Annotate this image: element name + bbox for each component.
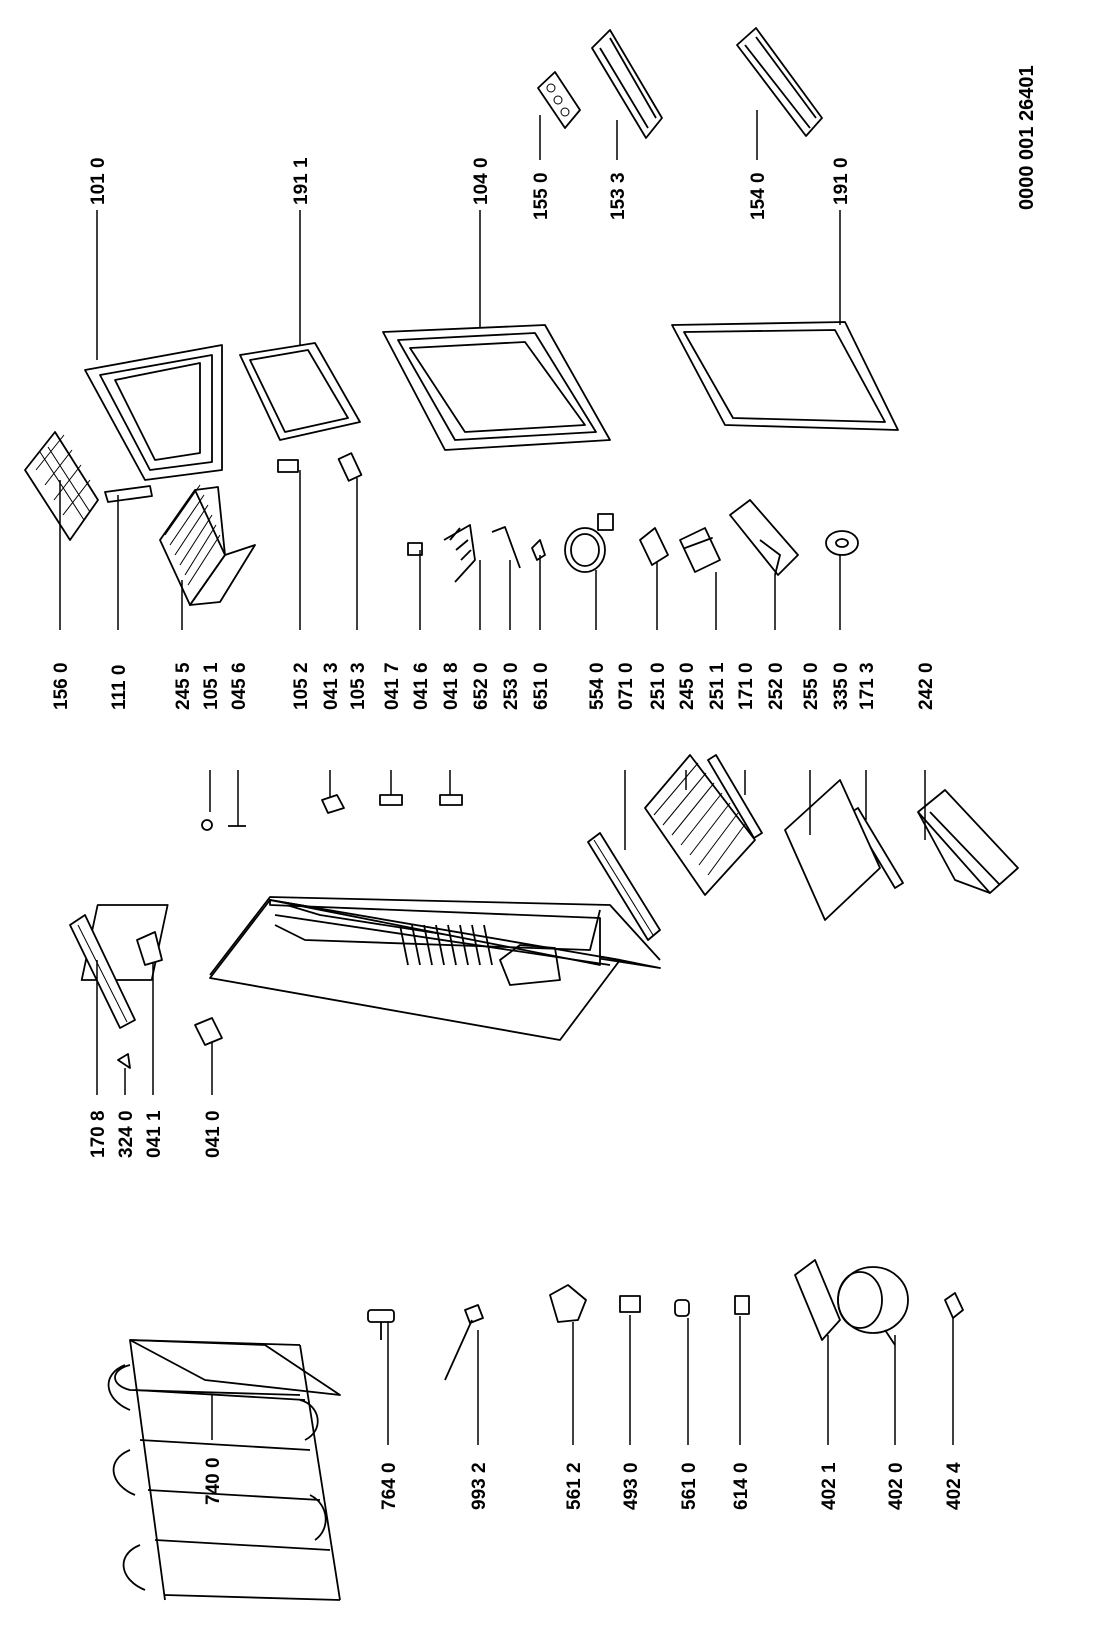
part-label: 105 3 <box>348 662 369 710</box>
part-label: 041 6 <box>411 662 432 710</box>
part-labels: 156 0 111 0 245 5 105 1 045 6 105 2 041 … <box>51 157 965 1510</box>
door-shelf-large-drawing <box>736 27 823 137</box>
part-label: 251 0 <box>648 662 669 710</box>
part-label: 651 0 <box>531 662 552 710</box>
clip-drawing <box>944 1292 964 1319</box>
part-label: 335 0 <box>831 662 852 710</box>
part-label: 041 7 <box>382 662 403 710</box>
part-label: 111 0 <box>109 665 130 710</box>
part-label: 493 0 <box>621 1462 642 1510</box>
part-label: 554 0 <box>587 662 608 710</box>
part-label: 245 0 <box>677 662 698 710</box>
part-label: 253 0 <box>501 662 522 710</box>
crisper-drawing <box>917 789 1019 894</box>
electrical-parts-drawing <box>619 1295 750 1317</box>
sensor-drawing <box>444 1304 484 1381</box>
freezer-gasket-drawing <box>239 342 361 441</box>
part-label: 191 1 <box>291 157 312 205</box>
part-label: 402 0 <box>886 1462 907 1510</box>
freezer-shelf-drawing <box>159 484 256 606</box>
glass-shelf-drawing <box>784 779 881 921</box>
part-label: 155 0 <box>531 172 552 220</box>
part-label: 251 1 <box>707 662 728 710</box>
ice-tray-drawing <box>24 431 99 541</box>
compressor-drawing <box>837 1266 909 1346</box>
leader-lines <box>59 110 954 1445</box>
part-label: 071 0 <box>616 662 637 710</box>
part-label: 104 0 <box>471 157 492 205</box>
fridge-shelf-drawing <box>644 754 756 896</box>
fridge-door-drawing <box>382 324 611 451</box>
part-label: 561 0 <box>679 1462 700 1510</box>
part-label: 045 6 <box>229 662 250 710</box>
part-label: 153 3 <box>608 172 629 220</box>
part-label: 105 1 <box>201 662 222 710</box>
part-label: 171 3 <box>857 662 878 710</box>
drier-drawing <box>367 1309 395 1340</box>
small-parts-drawing <box>201 452 546 831</box>
part-label: 255 0 <box>801 662 822 710</box>
part-label: 041 0 <box>203 1110 224 1158</box>
egg-tray-drawing <box>537 71 581 129</box>
left-hinges-drawing <box>69 914 223 1069</box>
fan-drawing <box>564 513 614 573</box>
part-label: 561 2 <box>564 1462 585 1510</box>
part-label: 245 5 <box>173 662 194 710</box>
part-label: 191 0 <box>831 157 852 205</box>
shelf-strips-drawing <box>707 754 904 889</box>
door-rail-drawing <box>587 832 661 941</box>
cabinet-drawing <box>80 896 661 1041</box>
condenser-drawing <box>107 1339 341 1601</box>
relay-housing-drawing <box>549 1284 587 1323</box>
part-label: 324 0 <box>116 1110 137 1158</box>
fridge-gasket-drawing <box>671 321 899 431</box>
part-label: 402 4 <box>944 1462 965 1510</box>
part-label: 170 8 <box>88 1110 109 1158</box>
part-drawings <box>24 27 1019 1601</box>
door-shelf-small-drawing <box>591 29 663 139</box>
part-label: 041 3 <box>321 662 342 710</box>
part-label: 740 0 <box>203 1457 224 1505</box>
part-label: 614 0 <box>731 1462 752 1510</box>
part-label: 252 0 <box>766 662 787 710</box>
part-label: 105 2 <box>291 662 312 710</box>
part-label: 402 1 <box>819 1462 840 1510</box>
part-label: 156 0 <box>51 662 72 710</box>
part-label: 764 0 <box>379 1462 400 1510</box>
part-label: 154 0 <box>748 172 769 220</box>
control-housing-drawing <box>639 499 799 576</box>
bracket-drawing <box>104 485 153 503</box>
part-label: 041 8 <box>441 662 462 710</box>
part-label: 101 0 <box>88 157 109 205</box>
part-label: 171 0 <box>736 662 757 710</box>
compressor-base-drawing <box>794 1259 841 1341</box>
part-label: 242 0 <box>916 662 937 710</box>
part-label: 041 1 <box>144 1110 165 1158</box>
freezer-door-drawing <box>84 344 223 481</box>
part-label: 993 2 <box>469 1462 490 1510</box>
document-number: 0000 001 26401 <box>1016 65 1038 210</box>
thermostat-knob-drawing <box>825 530 859 556</box>
part-label: 652 0 <box>471 662 492 710</box>
